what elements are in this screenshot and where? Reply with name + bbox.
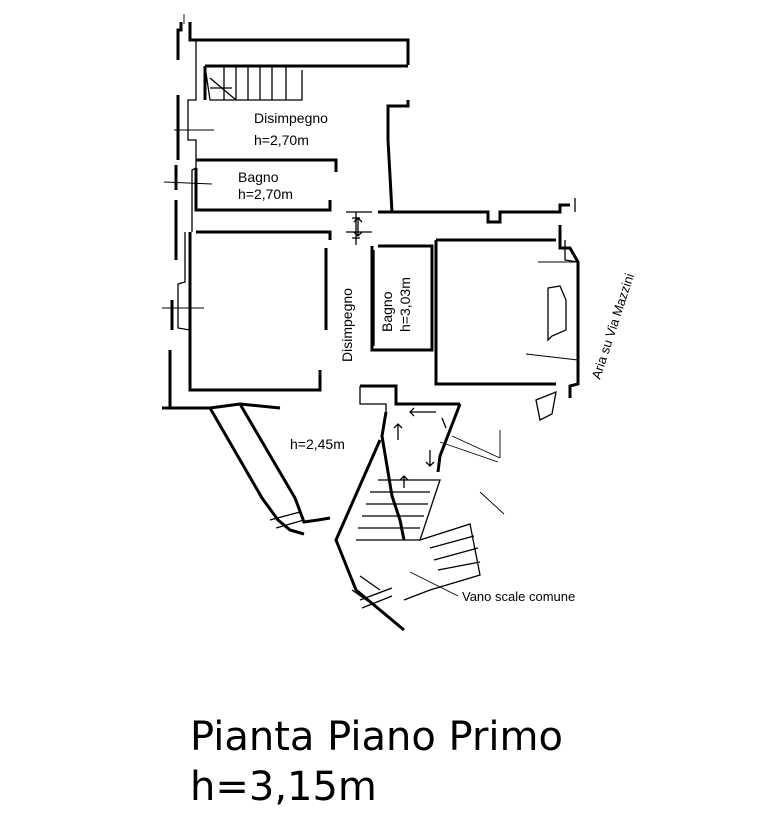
plan-height: h=3,15m xyxy=(190,764,377,810)
aria-annotation: Aria su Via Mazzini xyxy=(589,271,637,381)
bagno-left-label: Bagno xyxy=(238,169,279,185)
door-arrows xyxy=(353,217,447,488)
bagno-center-label: Bagno xyxy=(379,291,395,332)
window-marks xyxy=(162,14,579,609)
bagno-left-height: h=2,70m xyxy=(238,186,293,202)
outer-walls xyxy=(162,22,580,536)
vano-scale-annotation: Vano scale comune xyxy=(462,589,575,604)
plan-title: Pianta Piano Primo xyxy=(190,714,563,760)
disimpegno-center-label: Disimpegno xyxy=(339,288,355,362)
bagno-center-height: h=3,03m xyxy=(397,277,413,332)
disimpegno-top-label: Disimpegno xyxy=(254,110,328,126)
interior-walls xyxy=(188,158,556,412)
upper-staircase xyxy=(204,65,303,101)
disimpegno-top-height: h=2,70m xyxy=(254,132,309,148)
lower-room-height: h=2,45m xyxy=(290,436,345,452)
common-stairwell xyxy=(334,403,505,632)
